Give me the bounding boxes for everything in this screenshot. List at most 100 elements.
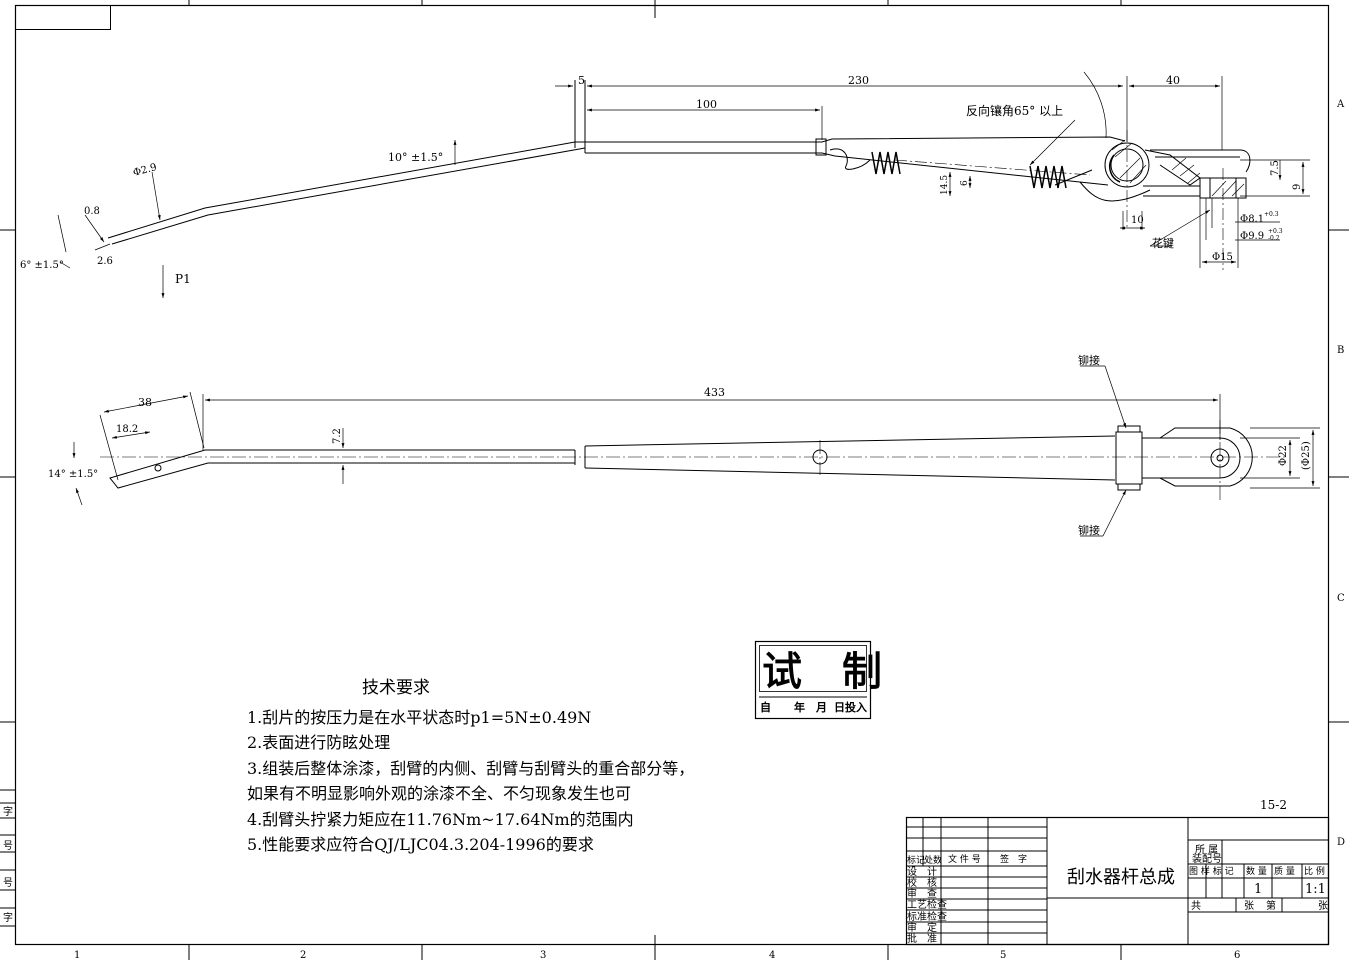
assembly-label-1: 所 属 [1195, 844, 1218, 856]
strip-label-4: 字 [3, 911, 13, 924]
header-mass: 质 量 [1274, 865, 1295, 877]
scale-value: 1:1 [1305, 882, 1326, 897]
row-review: 审 查 [907, 887, 937, 900]
dim-7-2: 7.2 [332, 428, 343, 444]
strip-label-3: 号 [3, 877, 13, 889]
sheets-label-2: 张 [1318, 900, 1328, 912]
zone-letter-b: B [1337, 345, 1344, 356]
note-reverse-angle: 反向镶角65° 以上 [966, 103, 1063, 118]
col-count: 处数 [924, 854, 942, 866]
centerlines-front [100, 420, 1285, 500]
zone-labels: A B C D 1 2 3 4 5 6 字 号 号 字 15-2 [3, 99, 1345, 960]
strip-label-1: 字 [3, 805, 13, 818]
zone-number-2: 2 [300, 950, 306, 960]
zone-number-5: 5 [1000, 950, 1006, 960]
stamp-month: 月 [815, 701, 827, 714]
title-block-text: 刮水器杆总成 所 属 装配号 标记 处数 文 件 号 签 字 设 计 校 核 审… [907, 844, 1328, 945]
zone-number-1: 1 [74, 950, 80, 960]
dim-433: 433 [704, 386, 725, 399]
col-sign: 签 字 [1000, 853, 1027, 865]
zone-number-3: 3 [540, 950, 546, 960]
drawing-title: 刮水器杆总成 [1067, 867, 1175, 888]
row-standard: 标准检查 [907, 910, 947, 923]
dim-text-front: 38 18.2 433 7.2 Φ22 (Φ25) 14° ±1.5° 铆接 铆… [48, 353, 1312, 537]
assembly-label-2: 装配号 [1192, 852, 1222, 865]
dim-230: 230 [848, 74, 869, 87]
dim-7-5: 7.5 [1270, 160, 1281, 176]
front-view: 38 18.2 433 7.2 Φ22 (Φ25) 14° ±1.5° 铆接 铆… [48, 353, 1320, 537]
requirement-line-6: 5.性能要求应符合QJ/LJC04.3.204-1996的要求 [247, 835, 594, 854]
row-proof: 校 核 [907, 876, 937, 889]
dim-18-2: 18.2 [116, 424, 138, 435]
wiper-arm-body-side [107, 80, 1251, 245]
tech-requirements-title: 技术要求 [362, 678, 430, 698]
title-block [905, 816, 1330, 946]
trial-stamp: 试 制 自 年 月 日投入 [754, 640, 883, 720]
tol-a-1: +0.3 [1264, 211, 1279, 218]
sheets-label: 张 [1244, 900, 1254, 912]
dim-phi2-9: Φ2.9 [132, 162, 158, 179]
requirement-line-5: 4.刮臂头拧紧力矩应在11.76Nm~17.64Nm的范围内 [247, 809, 634, 829]
tol-a-2: +0.3 [1268, 228, 1283, 235]
stamp-big-text: 试 制 [762, 649, 882, 695]
dim-5: 5 [578, 74, 585, 87]
row-design: 设 计 [907, 865, 937, 878]
dim-0-8: 0.8 [84, 206, 100, 217]
zone-number-4: 4 [769, 950, 775, 960]
requirement-line-1: 1.刮片的按压力是在水平状态时p1=5N±0.49N [247, 707, 592, 727]
header-qty: 数 量 [1246, 865, 1267, 877]
page-label: 第 [1266, 899, 1276, 912]
row-approve-2: 批 准 [907, 932, 937, 945]
top-view: 5 230 100 40 反向镶角65° 以上 10° ±1.5° Φ2.9 0… [20, 71, 1310, 298]
dim-10: 10 [1131, 215, 1144, 226]
label-rivet-top: 铆接 [1078, 353, 1100, 367]
qty-value: 1 [1254, 882, 1262, 897]
dims-front [72, 365, 1320, 537]
centerlines-top [894, 130, 1224, 270]
dim-angle-6: 6° ±1.5° [20, 260, 64, 271]
requirement-line-2: 2.表面进行防眩处理 [247, 733, 391, 752]
dim-9: 9 [1292, 184, 1303, 190]
sheet-code: 15-2 [1260, 798, 1287, 812]
zone-letter-a: A [1336, 99, 1345, 110]
dim-6: 6 [960, 180, 970, 186]
zone-letter-d: D [1337, 837, 1345, 848]
dim-phi15: Φ15 [1212, 252, 1233, 263]
stamp-day: 日投入 [834, 700, 867, 714]
tol-b: -0.2 [1268, 235, 1280, 242]
hatch [1111, 139, 1245, 197]
total-label: 共 [1191, 900, 1201, 912]
dims-top [57, 71, 1310, 298]
row-approve-1: 审 定 [907, 921, 937, 934]
stamp-from: 自 [760, 700, 771, 714]
dim-100: 100 [696, 98, 717, 111]
spring-right [1029, 165, 1067, 189]
stamp-year: 年 [794, 700, 805, 714]
zone-letter-c: C [1337, 593, 1345, 604]
spring-left [871, 151, 901, 175]
col-file: 文 件 号 [948, 853, 981, 865]
load-p1: P1 [175, 272, 191, 286]
requirement-line-3: 3.组装后整体涂漆，刮臂的内侧、刮臂与刮臂头的重合部分等， [247, 758, 695, 778]
arm-head-pivot [1104, 142, 1247, 199]
dim-38: 38 [138, 396, 152, 409]
dim-40: 40 [1166, 74, 1180, 87]
header-pattern: 图 样 标 记 [1189, 865, 1234, 877]
label-rivet-bottom: 铆接 [1078, 523, 1100, 537]
strip-label-2: 号 [3, 840, 13, 852]
dim-phi25: (Φ25) [1301, 441, 1312, 470]
zone-number-6: 6 [1234, 950, 1240, 960]
requirement-line-4: 如果有不明显影响外观的涂漆不全、不匀现象发生也可 [247, 784, 632, 803]
dim-angle-14: 14° ±1.5° [48, 469, 98, 480]
tech-requirements: 技术要求 1.刮片的按压力是在水平状态时p1=5N±0.49N 2.表面进行防眩… [247, 676, 694, 858]
dim-angle-10: 10° ±1.5° [388, 151, 443, 164]
row-process: 工艺检查 [907, 898, 947, 911]
dim-14-5: 14.5 [940, 175, 950, 195]
wiper-arm-body-plan [109, 425, 1253, 491]
header-scale: 比 例 [1304, 865, 1325, 877]
dim-text-top: 5 230 100 40 反向镶角65° 以上 10° ±1.5° Φ2.9 0… [20, 74, 1303, 286]
dim-2-6: 2.6 [97, 256, 113, 267]
col-mark: 标记 [907, 854, 925, 866]
